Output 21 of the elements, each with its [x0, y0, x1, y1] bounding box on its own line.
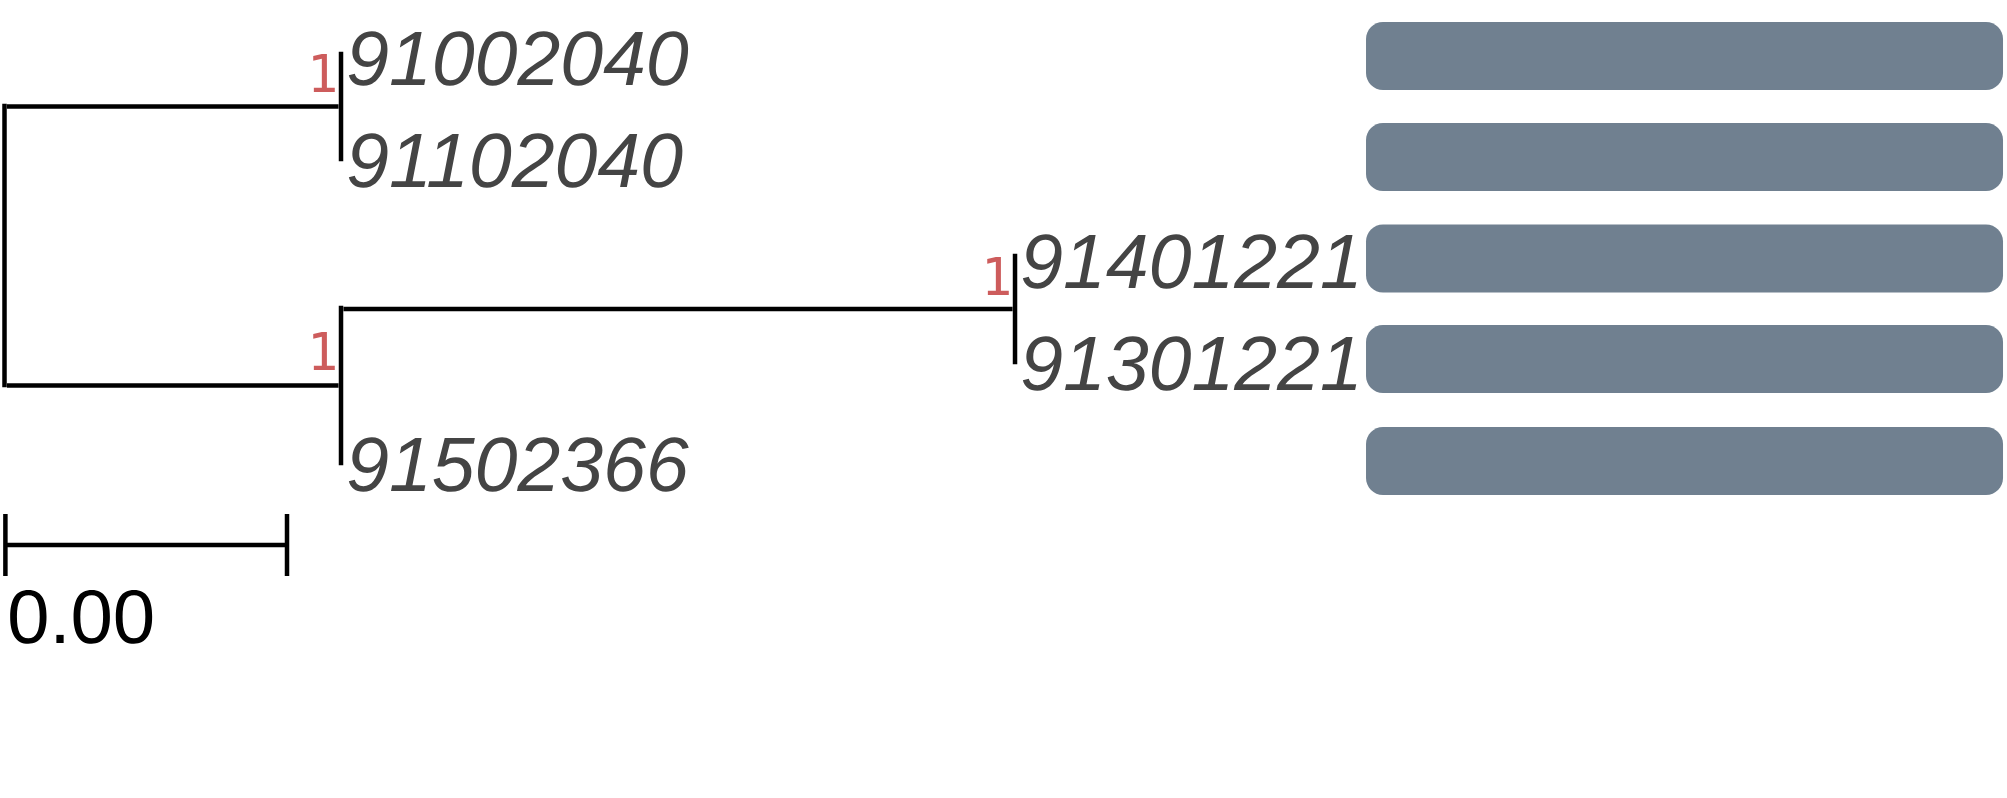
tree-branch [1012, 253, 1018, 365]
rounded-bar [1366, 22, 2004, 90]
leaf-label: 91002040 [348, 31, 689, 86]
rounded-bar [1366, 123, 2004, 191]
tree-branch [2, 103, 7, 388]
tree-branch [6, 104, 339, 109]
scale-label: 0.00 [10, 589, 153, 644]
rounded-bar [1366, 427, 2004, 495]
leaf-label: 91401221 [1022, 234, 1357, 289]
tree-branch [343, 306, 1013, 312]
bootstrap-value: 1 [313, 332, 335, 370]
bootstrap-value: 1 [313, 54, 335, 92]
leaf-label: 91502366 [348, 437, 689, 492]
leaf-label: 91102040 [348, 133, 683, 188]
rounded-bar [1366, 224, 2004, 293]
leaf-label: 91301221 [1022, 336, 1357, 391]
bootstrap-value: 1 [987, 257, 1009, 295]
tree-branch [338, 305, 344, 466]
tree-branch [6, 383, 339, 388]
rounded-bar [1366, 325, 2004, 393]
tree-branch [338, 51, 344, 162]
